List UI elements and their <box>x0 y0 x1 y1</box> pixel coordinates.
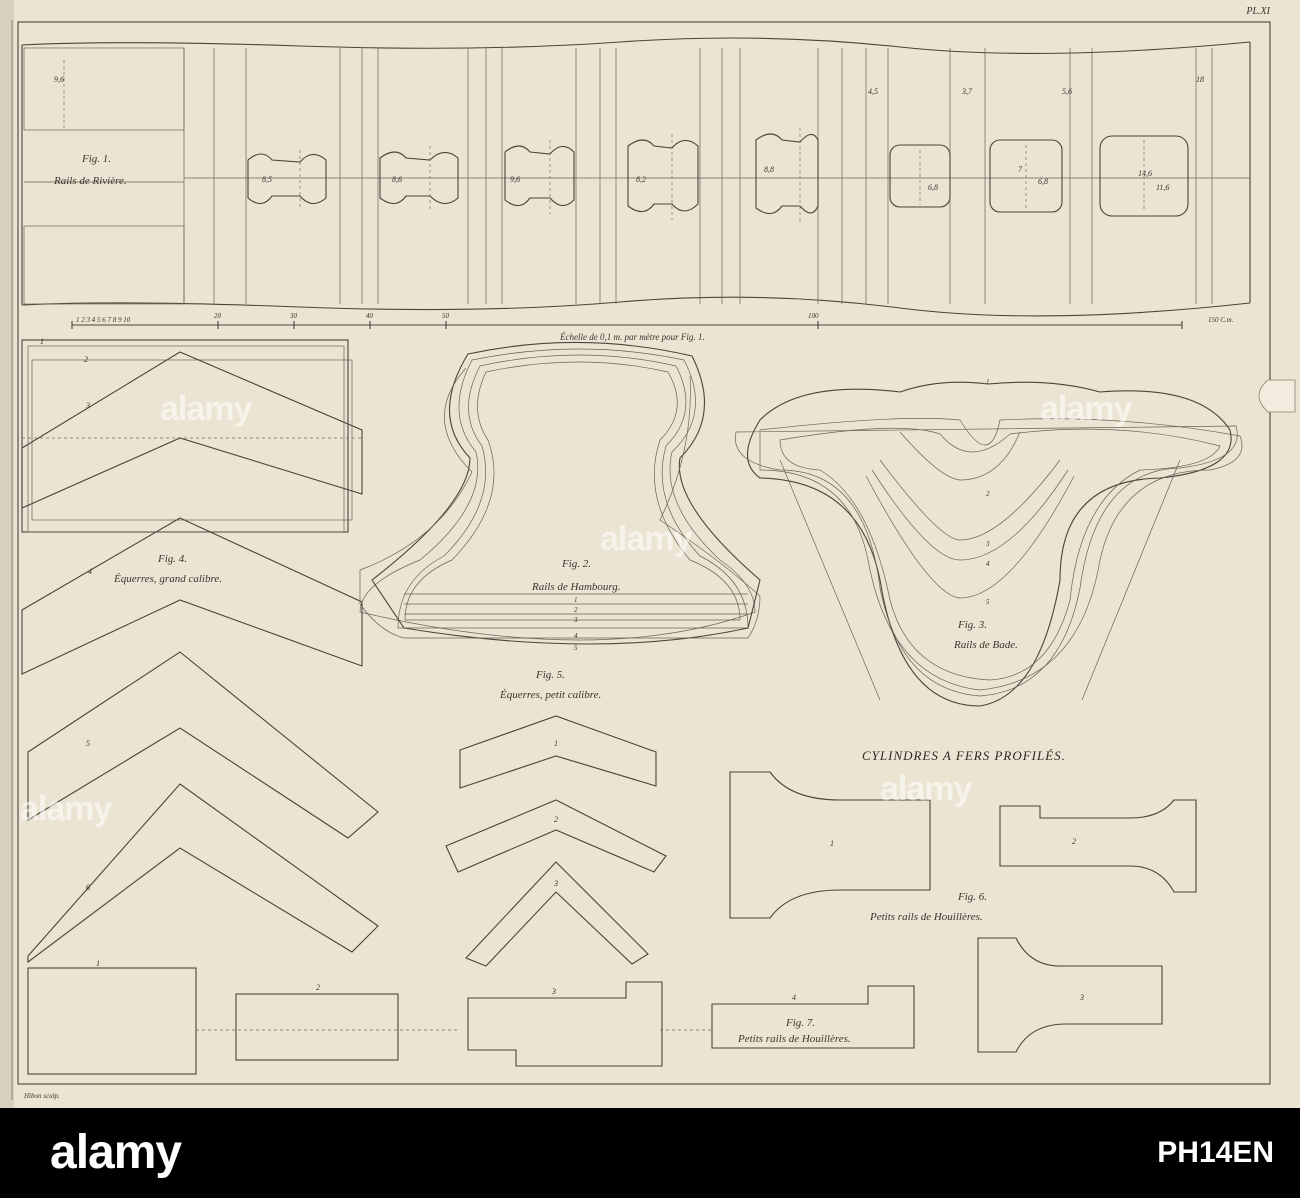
fig1-dim-9: 5,6 <box>1062 87 1072 96</box>
fig1-dim-12: 7 <box>1018 165 1023 174</box>
fig2-label: Fig. 2. <box>561 558 591 570</box>
fig1-dim-7: 4,5 <box>868 87 878 96</box>
fig7-caption: Petits rails de Houillères. <box>737 1033 851 1045</box>
fig6-num-3: 3 <box>1079 993 1084 1002</box>
fig1-dim-1: 9,6 <box>54 75 64 84</box>
scale-caption: Échelle de 0,1 m. par mètre pour Fig. 1. <box>559 332 705 342</box>
fig1-dim-10: 6,8 <box>928 183 938 192</box>
plate-number: PL.XI <box>1245 6 1270 17</box>
fig7-mine-bars: 1 2 3 4 Fig. 7. Petits rails de Houillèr… <box>27 959 915 1075</box>
scale-tick-20: 20 <box>214 312 222 320</box>
fig3-num-5: 5 <box>986 598 990 606</box>
fig1-dim-3: 8,6 <box>392 175 402 184</box>
fold-tab <box>1258 379 1296 413</box>
fig4-num-4: 4 <box>88 567 92 576</box>
fig6-mine-rails: 1 2 3 Fig. 6. Petits rails de Houillères… <box>729 771 1197 1053</box>
fig4-num-2: 2 <box>84 355 88 364</box>
fig5-num-2: 2 <box>554 815 558 824</box>
fig1-dim-5: 8,2 <box>636 175 646 184</box>
fig4-num-6: 6 <box>86 883 90 892</box>
scale-tick-50: 50 <box>442 312 450 320</box>
fig4-num-1: 1 <box>40 337 44 346</box>
fig5-caption: Équerres, petit calibre. <box>499 689 601 701</box>
image-id: PH14EN <box>1157 1136 1274 1169</box>
fig2-num-3: 3 <box>573 616 578 624</box>
alamy-logo: alamy <box>50 1126 182 1179</box>
scale-tick-40: 40 <box>366 312 374 320</box>
fig2-num-4: 4 <box>574 632 578 640</box>
paper-background <box>0 0 1300 1108</box>
fig3-num-4: 4 <box>986 560 990 568</box>
plate-main-title: CYLINDRES A FERS PROFILÉS. <box>862 748 1066 763</box>
scale-tick-150: 150 C.m. <box>1208 316 1234 324</box>
fig1-dim-13: 11,6 <box>1156 183 1169 192</box>
watermark-footer <box>0 1108 1300 1198</box>
fig1-roll-band: Fig. 1. Rails de Rivière. 9,6 8,5 8,6 9,… <box>21 37 1251 317</box>
fig4-num-5: 5 <box>86 739 90 748</box>
fig1-dim-4: 9,6 <box>510 175 520 184</box>
scale-tick-30: 30 <box>289 312 298 320</box>
fig2-caption: Rails de Hambourg. <box>531 581 621 593</box>
fig5-label: Fig. 5. <box>535 669 565 681</box>
fig1-dim-11: 6,8 <box>1038 177 1048 186</box>
fig6-caption: Petits rails de Houillères. <box>869 911 983 923</box>
fig6-num-2: 2 <box>1072 837 1076 846</box>
fig7-num-1: 1 <box>96 959 100 968</box>
fig3-num-2: 2 <box>986 490 990 498</box>
fig4-caption: Équerres, grand calibre. <box>113 573 222 585</box>
fig3-label: Fig. 3. <box>957 619 987 631</box>
fig5-num-1: 1 <box>554 739 558 748</box>
fig1-dim-15: 14,6 <box>1138 169 1152 178</box>
fig2-hambourg-rail: Fig. 2. Rails de Hambourg. 1 2 3 4 5 <box>359 341 761 652</box>
fig6-num-1: 1 <box>830 839 834 848</box>
fig2-num-2: 2 <box>574 606 578 614</box>
fig3-num-1: 1 <box>986 378 990 386</box>
fig1-dim-2: 8,5 <box>262 175 272 184</box>
engraving-plate: PL.XI <box>0 0 1300 1108</box>
fig7-num-2: 2 <box>316 983 320 992</box>
fig3-caption: Rails de Bade. <box>953 639 1018 651</box>
fig6-label: Fig. 6. <box>957 891 987 903</box>
fig1-scale-bar: 1 2 3 4 5 6 7 8 9 10 20 30 40 50 100 150… <box>71 312 1234 342</box>
fig1-dim-6: 8,8 <box>764 165 774 174</box>
fig7-num-3: 3 <box>551 987 556 996</box>
fig1-dim-14: 18 <box>1196 75 1204 84</box>
fig2-num-1: 1 <box>574 596 578 604</box>
fig1-label: Fig. 1. <box>81 153 111 165</box>
plate-border <box>17 21 1271 1085</box>
fig4-angle-irons: 1 2 3 4 5 6 Fig. 4. Équerres, grand cali… <box>21 337 379 964</box>
fig5-num-3: 3 <box>553 879 558 888</box>
fig5-small-angles: Fig. 5. Équerres, petit calibre. 1 2 3 <box>445 669 667 967</box>
fig3-num-3: 3 <box>985 540 990 548</box>
fig3-bade-rail: 1 2 3 4 5 Fig. 3. Rails de Bade. <box>735 378 1243 707</box>
scale-tick-100: 100 <box>808 312 819 320</box>
fig1-caption: Rails de Rivière. <box>53 175 127 187</box>
fig1-dim-8: 3,7 <box>961 87 973 96</box>
fig7-label: Fig. 7. <box>785 1017 815 1029</box>
fig4-label: Fig. 4. <box>157 553 187 565</box>
fig7-num-4: 4 <box>792 993 796 1002</box>
fig4-num-3: 3 <box>85 401 90 410</box>
fig2-num-5: 5 <box>574 644 578 652</box>
scale-tick-units: 1 2 3 4 5 6 7 8 9 10 <box>76 316 131 324</box>
binding-edge <box>0 0 14 1108</box>
engraver-credit: Hibon sculp. <box>23 1092 60 1100</box>
